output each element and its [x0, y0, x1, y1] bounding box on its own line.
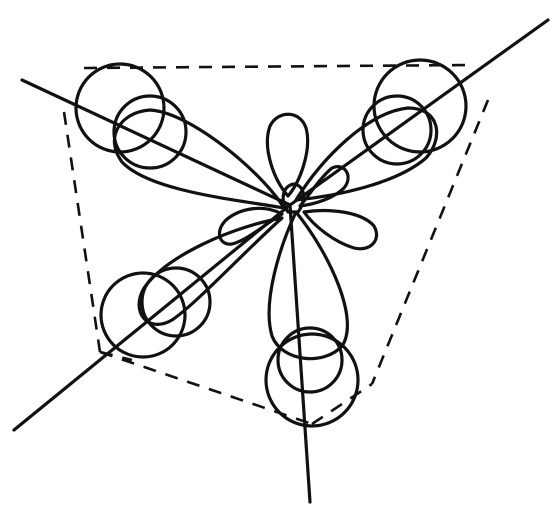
sphere-upper-left-inner — [114, 96, 186, 168]
sphere-upper-left-outer — [76, 64, 164, 152]
bond-axes — [14, 20, 548, 502]
lobe-bottom-large — [269, 212, 347, 359]
axis-upper-left — [22, 80, 290, 205]
lobe-top-small — [267, 114, 307, 196]
lobe-upper-left-large — [114, 110, 284, 208]
axis-lower-left — [14, 205, 290, 430]
axis-upper-right — [290, 20, 548, 205]
axis-down — [290, 205, 310, 502]
frame-edge-top — [84, 65, 470, 68]
lobe-right-small-lower — [304, 211, 377, 249]
frame-edge-left — [64, 112, 100, 352]
